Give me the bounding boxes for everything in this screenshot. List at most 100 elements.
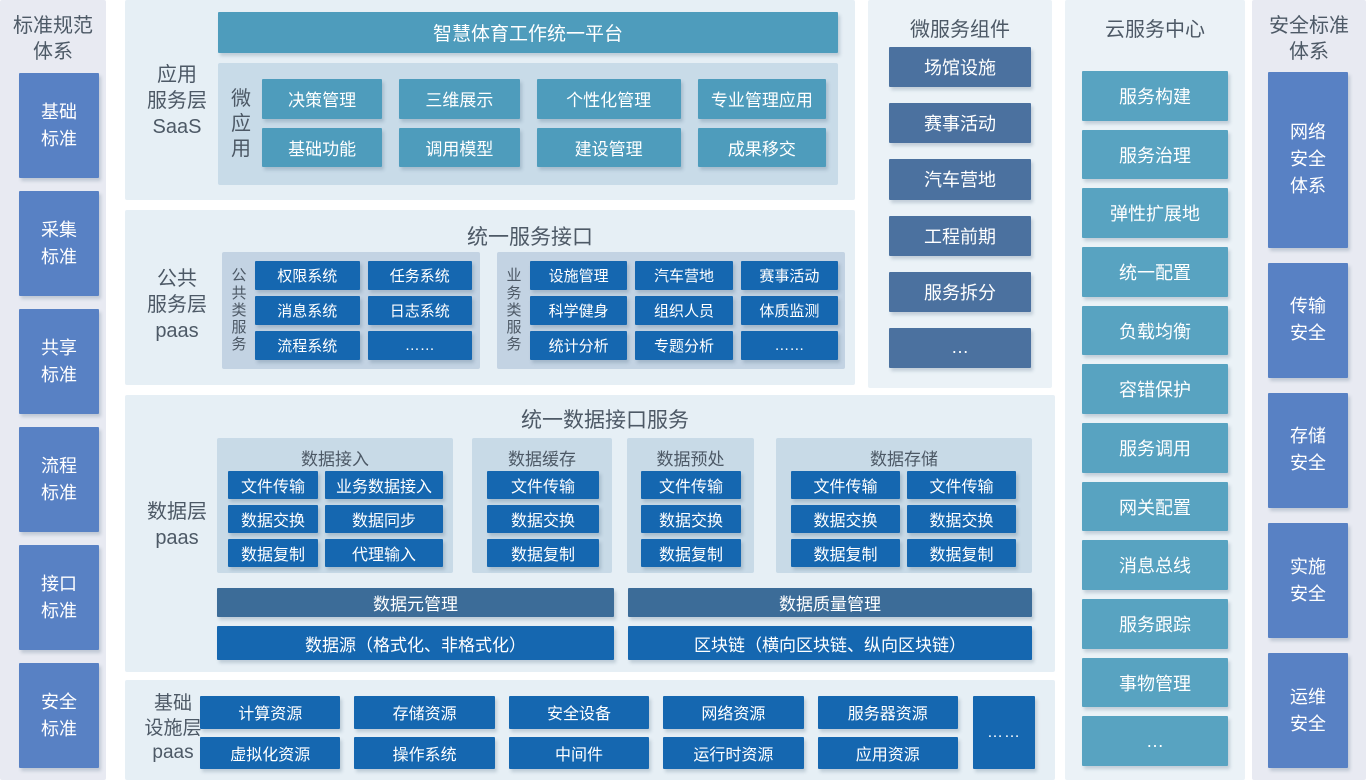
data-preprocess-group: 数据预处 文件传输数据交换数据复制 [627,438,754,573]
micro-app-item: 决策管理 [262,79,383,119]
infra-resource-item: 存储资源 [354,696,495,729]
microservice-components-title: 微服务组件 [910,19,1010,41]
data-cache-item: 数据复制 [487,539,599,567]
blockchain-bar: 区块链（横向区块链、纵向区块链） [628,626,1032,660]
data-cache-group: 数据缓存 文件传输数据交换数据复制 [472,438,612,573]
cloud-service-item: 网关配置 [1082,481,1228,532]
data-access-item: 业务数据接入 [325,471,443,499]
data-layer-panel: 统一数据接口服务 数据层 paas 数据接入 文件传输业务数据接入数据交换数据同… [125,395,1055,672]
infrastructure-layer-panel: 基础 设施层 paas 计算资源存储资源安全设备网络资源服务器资源 虚拟化资源操… [125,680,1055,780]
business-service-item: 统计分析 [530,331,628,360]
service-layer-label: 公共 服务层 paas [147,268,207,342]
common-service-item: 任务系统 [367,261,472,290]
infra-resource-item: 中间件 [508,736,650,769]
business-service-item: 专题分析 [635,331,733,360]
micro-app-item: 成果移交 [697,127,826,167]
microservice-item: 服务拆分 [889,271,1031,312]
data-layer-label: 数据层 paas [147,501,207,549]
data-access-item: 数据复制 [228,539,318,567]
security-item: 网络 安全 体系 [1268,72,1348,248]
data-preprocess-grid: 文件传输数据交换数据复制 [641,471,741,567]
standards-list: 基础 标准采集 标准共享 标准流程 标准接口 标准安全 标准 [19,73,99,768]
business-services-panel: 业务类服务 设施管理汽车营地赛事活动科学健身组织人员体质监测统计分析专题分析…… [497,252,845,369]
app-service-layer-panel: 应用 服务层 SaaS 智慧体育工作统一平台 微应用 决策管理三维展示个性化管理… [125,0,855,200]
infrastructure-rows: 计算资源存储资源安全设备网络资源服务器资源 虚拟化资源操作系统中间件运行时资源应… [200,696,958,769]
standard-item: 接口 标准 [19,545,99,650]
cloud-service-item: … [1082,716,1228,767]
platform-title-bar: 智慧体育工作统一平台 [218,12,838,53]
infra-resource-item: 运行时资源 [663,736,804,769]
data-cache-item: 数据交换 [487,505,599,533]
business-service-item: …… [740,331,838,360]
data-access-group: 数据接入 文件传输业务数据接入数据交换数据同步数据复制代理输入 [217,438,453,573]
data-storage-item: 数据交换 [907,505,1016,533]
common-service-item: …… [367,331,472,360]
data-storage-group: 数据存储 文件传输文件传输数据交换数据交换数据复制数据复制 [776,438,1032,573]
infra-resource-item: 计算资源 [200,696,341,729]
data-access-item: 文件传输 [228,471,318,499]
unified-data-interface-header: 统一数据接口服务 [521,409,689,432]
cloud-service-item: 负载均衡 [1082,305,1228,356]
data-storage-item: 数据交换 [791,505,900,533]
cloud-service-item: 弹性扩展地 [1082,188,1228,239]
microservice-item: 场馆设施 [889,47,1031,88]
micro-apps-label: 微应用 [231,87,251,160]
business-service-item: 组织人员 [635,296,733,325]
data-storage-item: 数据复制 [791,539,900,567]
micro-app-item: 专业管理应用 [697,79,826,119]
data-preprocess-item: 文件传输 [641,471,741,499]
micro-app-item: 基础功能 [262,127,383,167]
data-storage-item: 数据复制 [907,539,1016,567]
infrastructure-row-1: 计算资源存储资源安全设备网络资源服务器资源 [200,696,958,729]
unified-service-interface-header: 统一服务接口 [467,226,593,249]
data-storage-grid: 文件传输文件传输数据交换数据交换数据复制数据复制 [791,471,1016,567]
common-services-grid: 权限系统任务系统消息系统日志系统流程系统…… [255,261,472,360]
infra-resource-item: 网络资源 [663,696,804,729]
infra-resource-item: 服务器资源 [817,696,958,729]
common-services-label: 公共类服务 [231,267,247,354]
data-access-grid: 文件传输业务数据接入数据交换数据同步数据复制代理输入 [228,471,443,567]
business-service-item: 设施管理 [530,261,628,290]
cloud-service-item: 统一配置 [1082,247,1228,297]
data-access-item: 代理输入 [325,539,443,567]
security-standards-panel: 安全标准 体系 网络 安全 体系传输 安全存储 安全实施 安全运维 安全 [1252,0,1366,780]
standards-panel: 标准规范 体系 基础 标准采集 标准共享 标准流程 标准接口 标准安全 标准 [0,0,106,780]
data-access-item: 数据交换 [228,505,318,533]
business-service-item: 赛事活动 [740,261,838,290]
data-preprocess-item: 数据交换 [641,505,741,533]
public-service-layer-panel: 统一服务接口 公共 服务层 paas 公共类服务 权限系统任务系统消息系统日志系… [125,210,855,385]
common-service-item: 消息系统 [255,296,360,325]
microservice-list: 场馆设施赛事活动汽车营地工程前期服务拆分… [889,47,1031,369]
data-source-bar: 数据源（格式化、非格式化） [217,626,614,660]
security-item: 运维 安全 [1268,653,1348,769]
data-storage-item: 文件传输 [907,471,1016,499]
cloud-service-item: 服务跟踪 [1082,599,1228,649]
data-cache-title: 数据缓存 [508,450,576,469]
standard-item: 共享 标准 [19,309,99,414]
data-preprocess-item: 数据复制 [641,539,741,567]
micro-apps-grid: 决策管理三维展示个性化管理专业管理应用基础功能调用模型建设管理成果移交 [262,79,826,167]
data-preprocess-title: 数据预处 [656,450,725,469]
microservice-item: 汽车营地 [889,159,1031,200]
data-storage-title: 数据存储 [870,450,938,469]
business-services-grid: 设施管理汽车营地赛事活动科学健身组织人员体质监测统计分析专题分析…… [530,261,838,360]
standards-title: 标准规范 体系 [13,15,93,63]
business-service-item: 汽车营地 [635,261,733,290]
infrastructure-layer-label: 基础 设施层 paas [144,693,202,764]
common-services-panel: 公共类服务 权限系统任务系统消息系统日志系统流程系统…… [222,252,480,369]
business-service-item: 体质监测 [740,296,838,325]
data-storage-item: 文件传输 [791,471,900,499]
app-layer-label: 应用 服务层 SaaS [147,64,207,138]
cloud-service-item: 服务调用 [1082,423,1228,473]
data-cache-item: 文件传输 [487,471,599,499]
infrastructure-row-2: 虚拟化资源操作系统中间件运行时资源应用资源 [200,736,958,769]
cloud-service-list: 服务构建服务治理弹性扩展地统一配置负载均衡容错保护服务调用网关配置消息总线服务跟… [1082,71,1228,767]
common-service-item: 权限系统 [255,261,360,290]
common-service-item: 流程系统 [255,331,360,360]
infra-more-box: …… [973,696,1035,769]
standard-item: 基础 标准 [19,73,99,178]
business-service-item: 科学健身 [530,296,628,325]
standard-item: 安全 标准 [19,663,99,768]
microservice-item: 工程前期 [889,215,1031,256]
